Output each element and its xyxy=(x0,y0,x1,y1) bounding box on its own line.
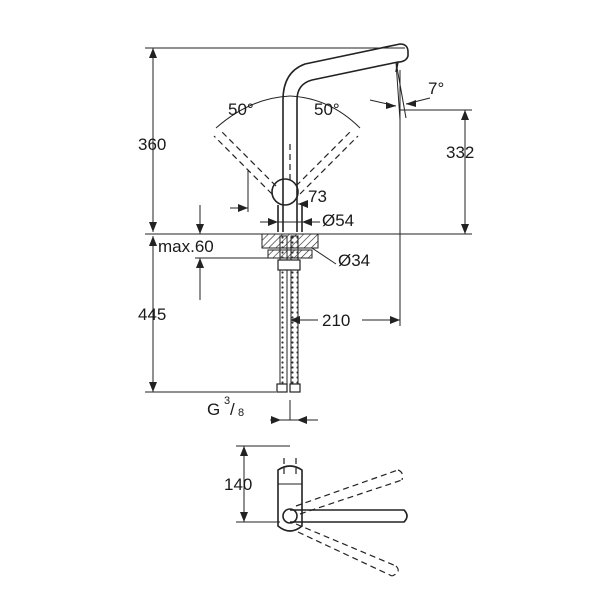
thread-label: G xyxy=(207,400,220,419)
lever-rotation-lines xyxy=(213,95,361,195)
max-thickness-label: max.60 xyxy=(158,237,214,256)
angle-right-label: 50° xyxy=(314,100,340,119)
svg-text:/: / xyxy=(230,400,235,419)
diameter-body-label: Ø54 xyxy=(322,211,354,230)
angle-left-label: 50° xyxy=(228,100,254,119)
dimension-d34: Ø34 xyxy=(311,247,370,270)
lever-offset-label: 73 xyxy=(308,187,327,206)
dimension-max60: max.60 xyxy=(158,205,268,300)
depth-label: 140 xyxy=(224,475,252,494)
dimension-210: 210 xyxy=(290,70,401,330)
dimension-73: 73 xyxy=(230,170,327,212)
height-spout-label: 332 xyxy=(446,143,474,162)
height-below-label: 445 xyxy=(138,305,166,324)
dimension-thread: G 3 / 8 xyxy=(207,395,318,424)
top-view: 140 xyxy=(224,445,408,577)
angle-spout-label: 7° xyxy=(428,79,444,98)
thread-denominator: 8 xyxy=(238,407,244,419)
front-view: 360 332 7° 50° 50° xyxy=(138,43,474,424)
faucet-body xyxy=(240,43,409,235)
dimension-spout-angle: 7° xyxy=(369,61,444,121)
dimension-332: 332 xyxy=(400,109,474,234)
reach-label: 210 xyxy=(322,311,350,330)
dimension-d54: Ø54 xyxy=(260,211,354,230)
height-total-label: 360 xyxy=(138,135,166,154)
dimension-445: 445 xyxy=(138,236,276,393)
thread-numerator: 3 xyxy=(224,395,230,407)
countertop-section xyxy=(261,233,319,259)
supply-hoses xyxy=(276,235,301,393)
diameter-hole-label: Ø34 xyxy=(338,251,370,270)
dimension-360: 360 xyxy=(138,47,405,232)
